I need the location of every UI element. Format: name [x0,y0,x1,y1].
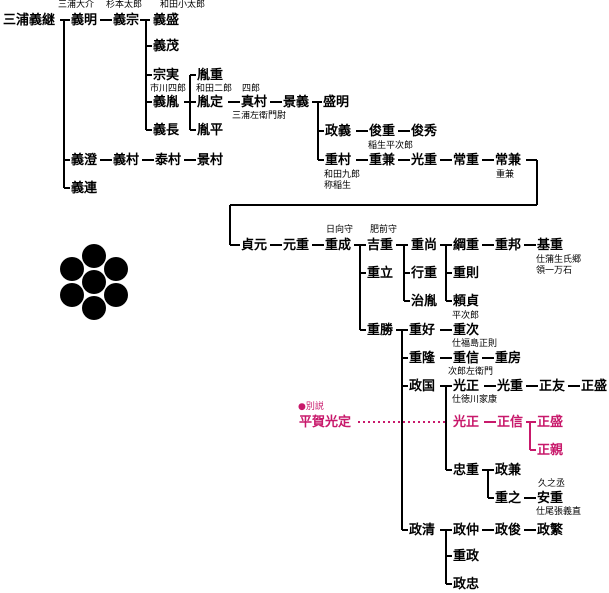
person-toshishige: 俊重 [368,123,397,140]
person-shigenari: 重成 [324,237,353,254]
person-shigekatsu: 重勝 [366,322,395,339]
note-sho-inafu: 称稲生 [324,181,352,191]
person-mitsushige: 光重 [410,152,439,169]
note-wada-kuro: 和田九郎 [324,170,361,180]
person-sadamoto: 貞元 [240,237,269,254]
note-shigekane: 重兼 [496,170,515,180]
note-kyunojo: 久之丞 [538,479,566,489]
person-mitsumasa: 光正 [452,378,481,395]
person-haruhisa: 治胤 [410,293,439,310]
note-wada: 和田小太郎 [160,0,206,10]
person-yoshitaka: 吉重 [366,237,395,254]
person-masakiyo: 政清 [408,522,437,539]
note-tokugawa: 仕徳川家康 [452,395,498,405]
person-masakuni: 政国 [408,378,437,395]
person-yoshishige: 義茂 [152,38,181,55]
person-masanobu: 正信 [496,414,525,431]
person-yoshizumi: 義澄 [70,152,99,169]
note-heijiro: 平次郎 [452,311,480,321]
person-mitsumasa-alt: 光正 [452,414,481,431]
person-shigemura: 重村 [324,152,353,169]
note-hyuga: 日向守 [326,225,354,235]
person-yoshitsura: 義連 [70,180,99,197]
person-masamori2: 正盛 [536,414,565,431]
person-masashige: 政繁 [536,522,565,539]
person-shigenori: 重則 [452,265,481,282]
person-masakane: 政兼 [494,462,523,479]
person-masachika: 正親 [536,442,565,459]
person-shigetsugu: 重次 [452,322,481,339]
person-kagemura: 景村 [196,152,225,169]
person-shigetaka: 重隆 [408,350,437,367]
person-yoshiaki: 義明 [70,12,99,29]
person-masatomo: 正友 [538,378,567,395]
note-ichikawa: 市川四郎 [150,84,187,94]
person-yoshinaga: 義長 [152,122,181,139]
person-yukishige: 行重 [410,265,439,282]
person-yasushige: 安重 [536,490,565,507]
person-moriaki: 盛明 [322,94,351,111]
person-shigeyoshi: 重好 [408,322,437,339]
person-mitsushige2: 光重 [496,378,525,395]
note-man-goku: 領一万石 [536,266,573,276]
person-toshihide: 俊秀 [410,123,439,140]
note-owari: 仕尾張義直 [536,507,582,517]
note-jiro-saemon: 次郎左衛門 [448,367,494,377]
person-tanesada: 胤定 [196,94,225,111]
person-masamori: 正盛 [580,378,609,395]
person-tadashige: 忠重 [452,462,481,479]
person-yoshitane: 義胤 [152,94,181,111]
note-fukushima: 仕福島正則 [452,339,498,349]
person-tanehira: 胤平 [196,122,225,139]
person-sanemura: 真村 [240,94,269,111]
person-tanshige: 胤重 [196,67,225,84]
note-miura-osuke: 三浦大介 [58,0,95,10]
person-shigemasa: 重政 [452,548,481,565]
person-miura-yoshitsugu: 三浦義継 [2,12,57,29]
person-motoshige: 元重 [282,237,311,254]
person-yoshimori: 義盛 [152,12,181,29]
person-masayoshi: 政義 [324,123,353,140]
person-motoshige2: 基重 [536,237,565,254]
person-munezane: 宗実 [152,67,181,84]
person-yasumura: 泰村 [154,152,183,169]
person-yorisada: 頼貞 [452,293,481,310]
note-betsusetsu: ●別説 [298,402,324,412]
note-miura-saemon: 三浦左衛門尉 [232,111,287,121]
person-yoshimura: 義村 [112,152,141,169]
note-shiro: 四郎 [242,84,261,94]
person-shigefusa: 重房 [494,350,523,367]
person-tsuneshige: 常重 [452,152,481,169]
person-shigetatsu: 重立 [366,265,395,282]
person-shigekuni: 重邦 [494,237,523,254]
person-tsunekane: 常兼 [494,152,523,169]
note-higo: 肥前守 [370,225,398,235]
person-masatada: 政忠 [452,576,481,593]
person-kageyoshi: 景義 [282,94,311,111]
person-yoshimune: 義宗 [112,12,141,29]
person-shigeyuki: 重之 [494,490,523,507]
person-shigenao: 重尚 [410,237,439,254]
person-masatoshi: 政俊 [494,522,523,539]
note-gamo: 仕蒲生氏郷 [536,255,582,265]
note-wada-jiro: 和田二郎 [196,84,233,94]
person-shigenobu: 重信 [452,350,481,367]
family-crest-icon [56,244,132,320]
person-hiraga: 平賀光定 [298,414,353,431]
person-tsunashige: 綱重 [452,237,481,254]
person-shigekane: 重兼 [368,152,397,169]
note-inafu-hei: 稲生平次郎 [368,141,414,151]
person-masanaka: 政仲 [452,522,481,539]
note-sugimoto: 杉本太郎 [106,0,143,10]
